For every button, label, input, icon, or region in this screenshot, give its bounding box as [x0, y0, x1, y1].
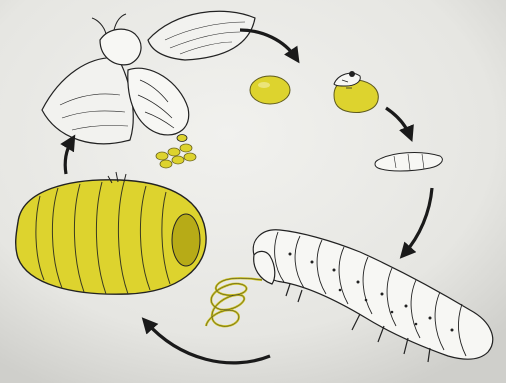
egg-icon: [250, 76, 290, 104]
